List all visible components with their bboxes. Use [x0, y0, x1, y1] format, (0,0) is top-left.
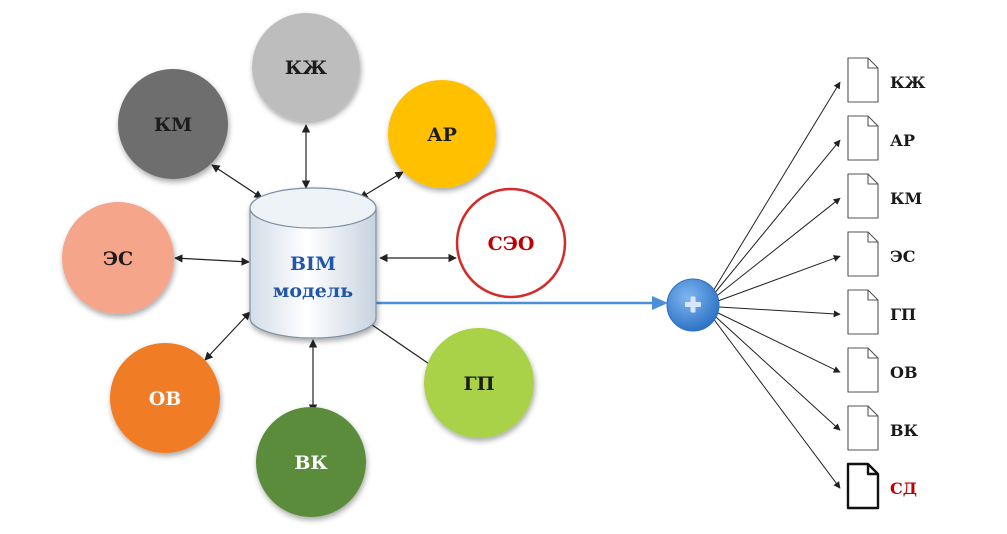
- node-gp-circle: [424, 328, 534, 438]
- plus-icon: [685, 296, 701, 313]
- bim-label-line1: BIM: [290, 253, 336, 275]
- bim-to-hub-connector: [372, 296, 668, 310]
- node-ar-circle: [388, 80, 496, 188]
- node-ov-label: ОВ: [149, 388, 182, 410]
- document-label: КМ: [890, 189, 922, 208]
- fan-arrow: [710, 312, 841, 431]
- bim-label-line2: модель: [273, 280, 353, 302]
- fan-arrow: [710, 197, 841, 301]
- document-label: СД: [890, 479, 917, 498]
- node-km-circle: [118, 69, 228, 179]
- document-icon: [847, 231, 879, 277]
- document-list: КЖ АР КМ ЭС ГП ОВ ВК СД: [846, 57, 926, 510]
- node-kzh-circle: [252, 13, 360, 121]
- node-gp-label: ГП: [463, 373, 494, 395]
- document-item: КЖ: [847, 57, 926, 103]
- node-seo-circle: [455, 187, 567, 299]
- fan-arrow: [710, 315, 841, 489]
- fan-arrow: [710, 81, 841, 295]
- node-kzh-label: КЖ: [285, 57, 327, 79]
- document-item: ВК: [847, 405, 919, 451]
- connector-ar: [359, 171, 404, 199]
- node-ov: ОВ: [110, 343, 220, 453]
- document-item: ОВ: [847, 347, 917, 393]
- document-icon: [847, 405, 879, 451]
- document-label: ЭС: [890, 247, 915, 266]
- node-gp: ГП: [424, 328, 534, 438]
- node-km: КМ: [118, 69, 228, 179]
- node-ov-circle: [110, 343, 220, 453]
- fan-arrow: [710, 306, 841, 318]
- connector-ov: [204, 311, 251, 361]
- document-label: КЖ: [890, 73, 926, 92]
- fan-arrow: [710, 309, 841, 373]
- node-ar: АР: [388, 80, 496, 188]
- node-es-circle: [62, 202, 174, 314]
- document-item: ГП: [847, 289, 916, 335]
- fan-out-arrows: [710, 81, 841, 489]
- document-icon: [846, 462, 880, 510]
- connector-km: [211, 164, 263, 199]
- connector-gp: [361, 317, 439, 371]
- document-label: ГП: [890, 305, 916, 324]
- document-icon: [847, 289, 879, 335]
- node-es-label: ЭС: [103, 248, 133, 270]
- node-vk: ВК: [256, 407, 366, 517]
- connector-es: [174, 254, 250, 266]
- node-kzh: КЖ: [252, 13, 360, 121]
- document-item: СД: [846, 462, 917, 510]
- distribution-hub: [666, 278, 720, 332]
- node-vk-circle: [256, 407, 366, 517]
- fan-arrow: [710, 139, 841, 298]
- document-icon: [847, 347, 879, 393]
- document-label: ВК: [890, 421, 919, 440]
- node-km-label: КМ: [154, 114, 192, 136]
- fan-arrow: [710, 255, 841, 304]
- document-item: АР: [847, 115, 915, 161]
- document-item: ЭС: [847, 231, 915, 277]
- node-es: ЭС: [62, 202, 174, 314]
- bim-model-cylinder: BIM модель: [249, 187, 377, 339]
- node-vk-label: ВК: [294, 452, 328, 474]
- document-icon: [847, 115, 879, 161]
- node-ar-label: АР: [427, 124, 457, 146]
- document-icon: [847, 57, 879, 103]
- document-item: КМ: [847, 173, 922, 219]
- node-seo-label: СЭО: [488, 233, 535, 255]
- node-connectors: [174, 124, 457, 413]
- document-label: АР: [890, 131, 915, 150]
- document-icon: [847, 173, 879, 219]
- node-seo: СЭО: [455, 187, 567, 299]
- document-label: ОВ: [890, 363, 917, 382]
